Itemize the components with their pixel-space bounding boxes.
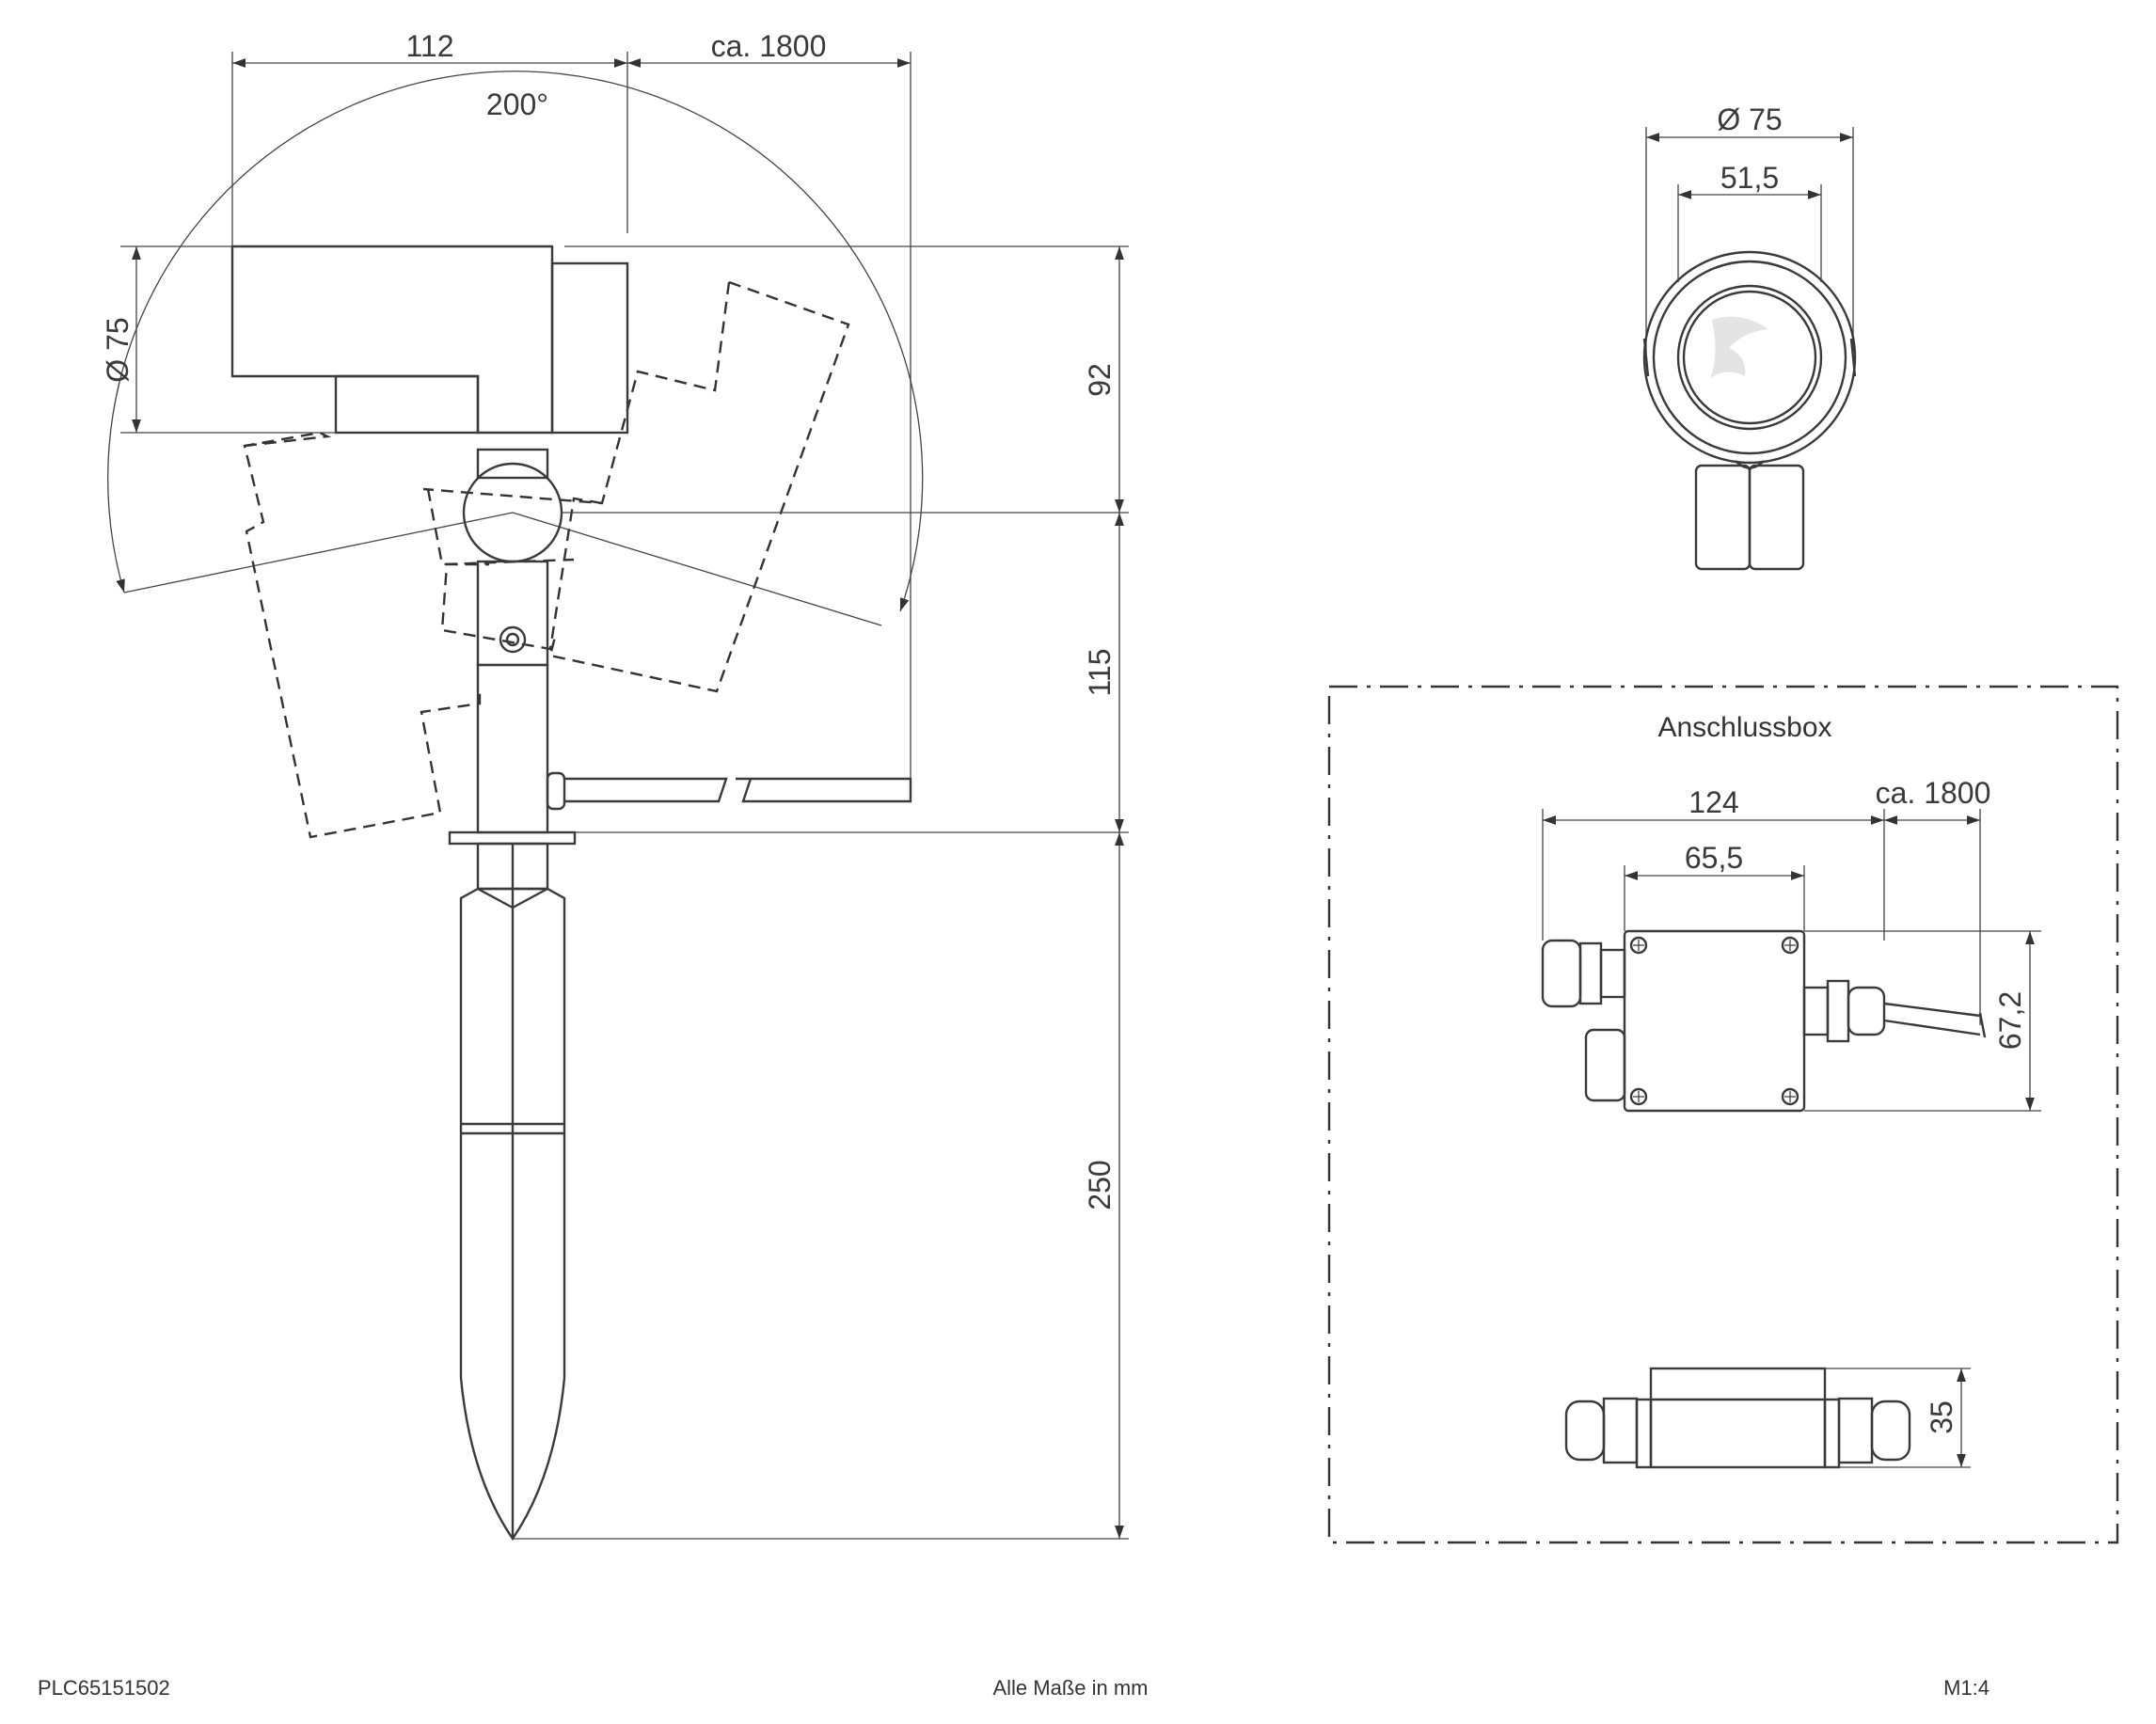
dim-112-label: 112 [405,29,453,63]
alternate-position-dashed [243,431,482,839]
front-outer-ring [1642,250,1857,465]
front-lens [1676,284,1823,431]
stem [476,663,549,834]
alternate-position-dashed-d [440,497,603,651]
dim-lens-label: 51,5 [1720,161,1779,195]
alternate-position-dashed-b [548,280,850,693]
connection-box-panel: Anschlussbox 124 ca. 1800 65,5 [1327,685,2119,1544]
flange [448,830,577,846]
spot-front-view: Ø 75 51,5 [1642,103,1857,571]
spot-head-body [230,245,554,435]
locking-screw-inner [505,632,520,647]
dim-diameter-left-label: Ø 75 [101,317,135,382]
dim-67-label: 67,2 [1993,991,2027,1050]
junction-box-side [1649,1367,1827,1469]
front-bracket-right [1748,464,1805,571]
side-gland-left [1564,1400,1606,1462]
junction-box-top [1623,929,1806,1113]
dim-65-label: 65,5 [1685,841,1743,875]
footer-article-number: PLC65151502 [38,1676,170,1700]
front-lens-inner [1682,290,1817,425]
dim-box-cable-label: ca. 1800 [1876,776,1991,810]
cable-gland [546,771,566,811]
spike-rib-b [512,887,548,909]
spot-side-view: 112 ca. 1800 200° Ø 75 92 115 250 [101,29,1129,1542]
front-inner-ring [1652,260,1847,455]
spike-rib-a [477,887,514,909]
connection-box-frame [1327,685,2119,1544]
swivel-ref-line-left [123,512,514,593]
dim-124-label: 124 [1688,785,1738,819]
swivel-ref-line-right [512,512,882,626]
dim-250-label: 250 [1083,1160,1117,1210]
spot-lens-front [334,374,480,435]
box-screws [1629,936,1799,1106]
dim-35-label: 35 [1925,1400,1958,1434]
dim-92-label: 92 [1083,363,1117,397]
alternate-position-dashed-c [422,281,731,505]
locking-screw [499,625,527,654]
dim-front-diameter-label: Ø 75 [1717,103,1782,136]
front-bracket-left [1694,464,1752,571]
swivel-arc [107,71,924,612]
neck-top [476,448,549,480]
cable-glands-top [1541,939,1987,1102]
dim-angle-label: 200° [486,87,548,121]
connection-box-title: Anschlussbox [1657,712,1831,743]
dim-115-label: 115 [1083,648,1117,696]
alternate-position-dashed-e [426,488,575,566]
lens-reflection [1710,316,1768,378]
footer-scale: M1:4 [1943,1676,1990,1700]
neck [476,560,549,667]
side-gland-right [1837,1397,1874,1464]
dim-cable-top-label: ca. 1800 [711,29,827,63]
cable-top [564,777,912,803]
spot-rear-cap [550,261,629,435]
footer-units-note: Alle Maße in mm [992,1676,1148,1700]
